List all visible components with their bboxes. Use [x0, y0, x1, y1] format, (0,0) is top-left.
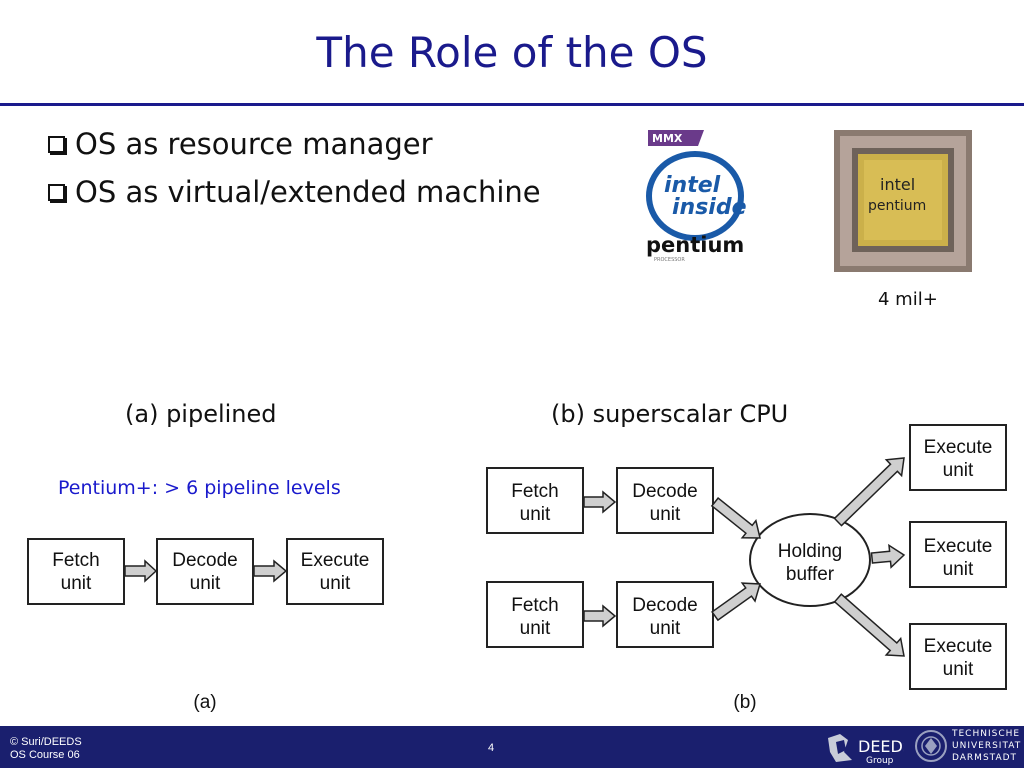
- fetch-unit-box: [486, 581, 584, 648]
- decode-unit-box: [616, 581, 714, 648]
- svg-text:MMX: MMX: [652, 132, 683, 145]
- decode-unit-label: unit: [190, 573, 221, 594]
- fetch-unit-box: [486, 467, 584, 534]
- diagram-b-label: (b): [733, 692, 756, 713]
- cpu-diagrams: Fetch unit Decode unit Execute unit (a) …: [27, 424, 1007, 713]
- fetch-unit-label: Fetch: [511, 481, 559, 502]
- university-name-line: TECHNISCHE: [952, 729, 1021, 739]
- execute-unit-box: [909, 623, 1007, 690]
- svg-text:DEEDS: DEEDS: [858, 737, 904, 756]
- flow-arrow: [870, 543, 906, 569]
- flow-arrow: [833, 593, 905, 657]
- execute-unit-box: [909, 424, 1007, 491]
- flow-arrow: [583, 490, 617, 514]
- holding-buffer: [749, 513, 871, 607]
- svg-text:Group: Group: [866, 756, 894, 766]
- svg-text:PROCESSOR: PROCESSOR: [654, 257, 685, 263]
- course-text: OS Course 06: [10, 749, 80, 761]
- execute-unit-label: unit: [320, 573, 351, 594]
- deeds-logo: DEEDS Group: [828, 734, 904, 766]
- decode-unit-box: [156, 538, 254, 605]
- page-number: 4: [488, 742, 495, 754]
- bullet-item: OS as resource manager: [48, 124, 541, 172]
- fetch-unit-box: [27, 538, 125, 605]
- execute-unit-label: Execute: [301, 550, 370, 571]
- svg-text:intel: intel: [880, 175, 915, 194]
- svg-text:pentium: pentium: [868, 198, 926, 214]
- transistor-count-caption: 4 mil+: [878, 289, 938, 310]
- bullet-text: OS as virtual/extended machine: [75, 175, 541, 209]
- university-name-line: UNIVERSITAT: [952, 741, 1022, 751]
- decode-unit-label: unit: [650, 504, 681, 525]
- slide-title: The Role of the OS: [316, 28, 708, 77]
- flow-arrow: [710, 497, 761, 539]
- svg-text:inside: inside: [672, 195, 747, 220]
- pipeline-levels-note: Pentium+: > 6 pipeline levels: [58, 477, 341, 499]
- holding-buffer-label: buffer: [786, 564, 835, 585]
- checkbox-bullet-icon: [48, 136, 65, 153]
- pentium-chip-image: intel pentium: [834, 130, 972, 272]
- pipelined-caption: (a) pipelined: [125, 400, 277, 428]
- execute-unit-label: unit: [943, 659, 974, 680]
- superscalar-caption: (b) superscalar CPU: [551, 400, 789, 428]
- execute-unit-label: unit: [943, 460, 974, 481]
- fetch-unit-label: unit: [520, 618, 551, 639]
- footer-bar: © Suri/DEEDS OS Course 06 4: [0, 726, 1024, 768]
- diagram-a-label: (a): [193, 692, 216, 713]
- fetch-unit-label: unit: [520, 504, 551, 525]
- decode-unit-label: Decode: [172, 550, 238, 571]
- bullet-list: OS as resource manager OS as virtual/ext…: [48, 124, 541, 220]
- svg-text:pentium: pentium: [646, 233, 744, 257]
- pipeline-arrow: [124, 559, 158, 583]
- execute-unit-box: [286, 538, 384, 605]
- bullet-item: OS as virtual/extended machine: [48, 172, 541, 220]
- checkbox-bullet-icon: [48, 184, 65, 201]
- copyright-text: © Suri/DEEDS: [10, 736, 82, 748]
- title-rule: [0, 103, 1024, 106]
- svg-text:intel: intel: [664, 173, 721, 198]
- footer-credits: © Suri/DEEDS OS Course 06: [10, 736, 82, 762]
- university-seal-icon: [915, 730, 947, 762]
- university-name: TECHNISCHE UNIVERSITAT DARMSTADT: [952, 728, 1021, 764]
- flow-arrow: [583, 604, 617, 628]
- bullet-text: OS as resource manager: [75, 127, 433, 161]
- fetch-unit-label: unit: [61, 573, 92, 594]
- decode-unit-label: unit: [650, 618, 681, 639]
- decode-unit-label: Decode: [632, 595, 698, 616]
- intel-inside-logo: MMX intel inside pentium PROCESSOR: [640, 128, 752, 264]
- holding-buffer-label: Holding: [778, 541, 842, 562]
- decode-unit-label: Decode: [632, 481, 698, 502]
- diagonal-arrows: [710, 457, 906, 657]
- university-name-line: DARMSTADT: [952, 753, 1018, 763]
- execute-unit-label: unit: [943, 559, 974, 580]
- execute-unit-label: Execute: [924, 536, 993, 557]
- execute-unit-box: [909, 521, 1007, 588]
- flow-arrow: [833, 457, 905, 527]
- pipeline-arrow: [253, 559, 288, 583]
- execute-unit-label: Execute: [924, 437, 993, 458]
- decode-unit-box: [616, 467, 714, 534]
- fetch-unit-label: Fetch: [52, 550, 100, 571]
- flow-arrow: [711, 582, 761, 622]
- execute-unit-label: Execute: [924, 636, 993, 657]
- fetch-unit-label: Fetch: [511, 595, 559, 616]
